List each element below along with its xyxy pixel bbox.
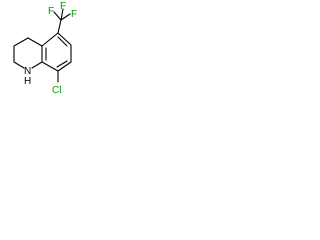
- double-bond-c5-c6: [57, 36, 68, 47]
- bond-c4a-c5: [41, 32, 59, 47]
- fluorine-top-left-label: F: [48, 6, 54, 17]
- bond-c4a-c4: [27, 37, 43, 47]
- bond-c7-c8: [57, 61, 72, 72]
- fluorine-top-right-label: F: [60, 1, 66, 12]
- molecule-diagram: F F F Cl N H: [0, 0, 79, 112]
- structure-svg: F F F Cl N H: [13, 1, 77, 96]
- bond-cf3-f-right: [60, 13, 71, 21]
- nitrogen-label: N: [24, 66, 31, 77]
- bond-cf3-f-top: [60, 8, 64, 21]
- double-bond-c7-c8: [56, 60, 68, 68]
- bond-n1-c8a: [31, 61, 43, 69]
- bond-cf3-f-left: [53, 11, 62, 21]
- chlorine-label: Cl: [52, 85, 61, 96]
- bond-c5-c6: [57, 32, 72, 46]
- fluorine-right-label: F: [71, 9, 77, 20]
- bond-c5-cf3: [57, 19, 62, 34]
- nitrogen-hydrogen-label: H: [24, 76, 31, 87]
- bond-c8-c8a: [41, 61, 59, 72]
- bond-c4-c3: [13, 37, 29, 47]
- bond-c2-n1: [13, 61, 25, 69]
